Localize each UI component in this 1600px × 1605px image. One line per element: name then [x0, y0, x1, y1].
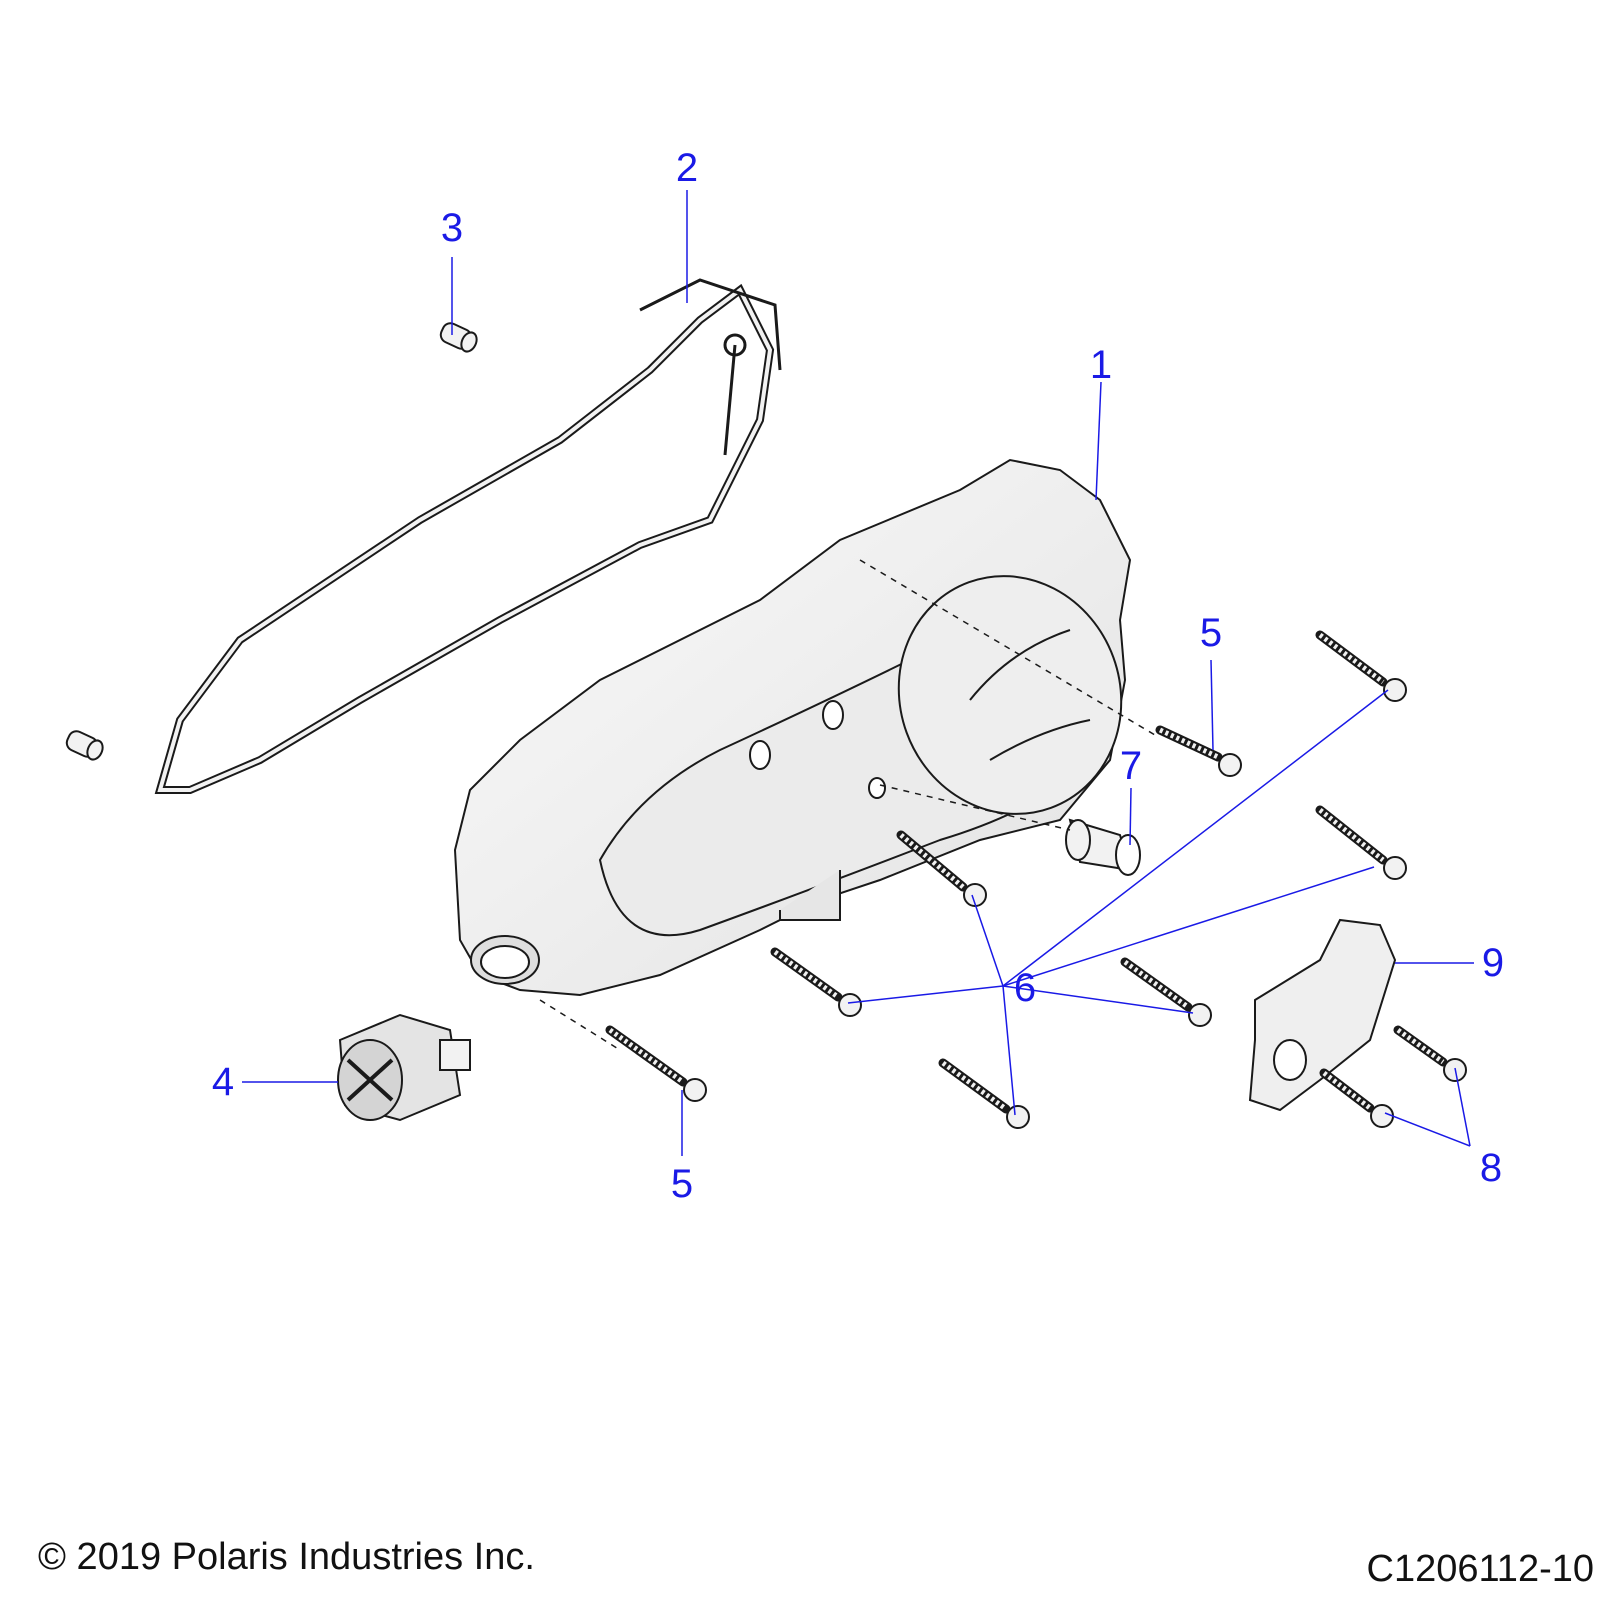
cover-plate: [1248, 918, 1397, 1112]
bolt: [938, 1058, 1030, 1129]
callout-3: 3: [440, 206, 464, 250]
gasket: [154, 278, 782, 794]
dowel-pin: [439, 322, 478, 353]
bolt: [1319, 1068, 1394, 1128]
bolt: [770, 947, 862, 1017]
bolt-group: [605, 630, 1467, 1129]
air-inlet-filter: [337, 1013, 471, 1122]
assembly-lines: [539, 559, 1156, 1051]
clutch-cover: [453, 458, 1132, 997]
callout-1: 1: [1089, 343, 1113, 387]
callout-6: 6: [1013, 966, 1037, 1010]
callout-8: 8: [1479, 1146, 1503, 1190]
callout-7: 7: [1119, 744, 1143, 788]
drawing-number: C1206112-10: [1366, 1548, 1594, 1590]
callout-5-top: 5: [1199, 611, 1223, 655]
bolt: [1155, 725, 1242, 777]
callout-9: 9: [1481, 941, 1505, 985]
bolt: [896, 830, 987, 907]
bolt: [1120, 957, 1212, 1027]
bolt: [1315, 630, 1407, 702]
callout-5-bottom: 5: [670, 1162, 694, 1206]
callout-2: 2: [675, 146, 699, 190]
leader-lines: [242, 190, 1474, 1156]
dowel-pin: [65, 730, 104, 761]
bolt: [605, 1025, 707, 1102]
pin: [1065, 818, 1141, 876]
bolt: [1315, 805, 1407, 880]
callout-4: 4: [211, 1060, 235, 1104]
copyright-text: © 2019 Polaris Industries Inc.: [38, 1536, 535, 1578]
